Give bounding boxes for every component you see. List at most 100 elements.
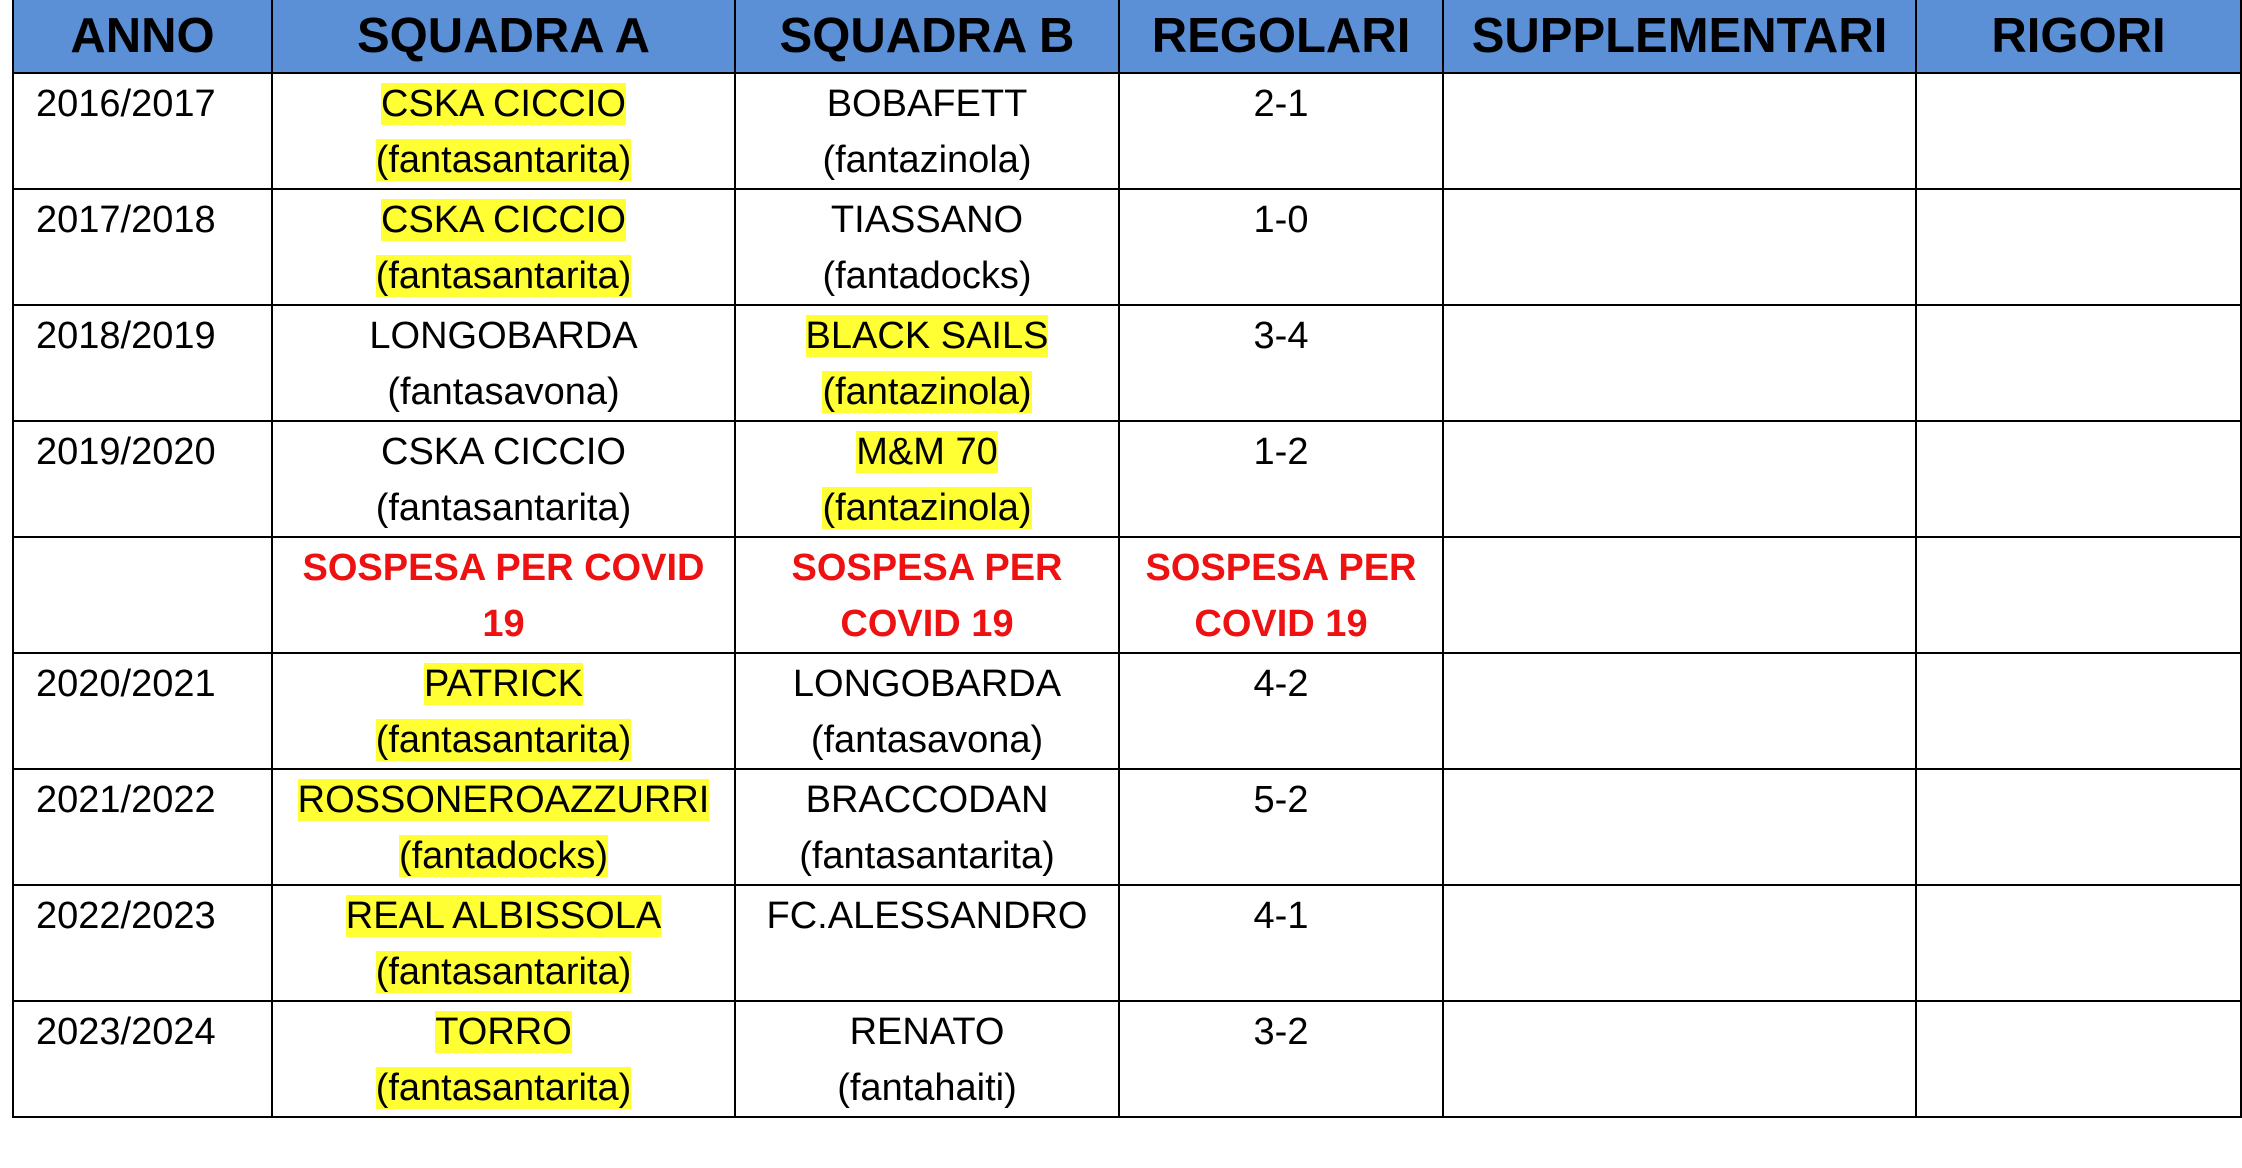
cell-regolari: 3-2 bbox=[1118, 1000, 1444, 1118]
suspended-label: SOSPESA PER bbox=[1145, 547, 1417, 589]
results-table: ANNO SQUADRA A SQUADRA B REGOLARI SUPPLE… bbox=[12, 0, 2242, 1118]
team-name: LONGOBARDA bbox=[369, 315, 638, 357]
cell-squadra-a: REAL ALBISSOLA (fantasantarita) bbox=[271, 884, 736, 1002]
score: 1-2 bbox=[1253, 431, 1309, 473]
table-row: 2022/2023 REAL ALBISSOLA (fantasantarita) F… bbox=[12, 884, 2242, 1002]
league-name: (fantahaiti) bbox=[837, 1067, 1017, 1109]
header-supplementari: SUPPLEMENTARI bbox=[1442, 0, 1917, 74]
team-name: RENATO bbox=[849, 1011, 1005, 1053]
league-name: (fantasantarita) bbox=[375, 951, 632, 993]
cell-supplementari bbox=[1442, 304, 1917, 422]
score: 3-4 bbox=[1253, 315, 1309, 357]
team-name: ROSSONEROAZZURRI bbox=[297, 779, 710, 821]
team-name: PATRICK bbox=[423, 663, 584, 705]
cell-squadra-b: BRACCODAN(fantasantarita) bbox=[734, 768, 1120, 886]
cell-rigori bbox=[1915, 304, 2242, 422]
cell-regolari: 3-4 bbox=[1118, 304, 1444, 422]
cell-supplementari bbox=[1442, 884, 1917, 1002]
team-name: REAL ALBISSOLA bbox=[345, 895, 662, 937]
suspended-label: COVID 19 bbox=[840, 603, 1014, 645]
cell-squadra-a: CSKA CICCIO (fantasantarita) bbox=[271, 188, 736, 306]
cell-supplementari bbox=[1442, 768, 1917, 886]
header-anno: ANNO bbox=[12, 0, 273, 74]
team-name: CSKA CICCIO bbox=[381, 431, 626, 473]
cell-anno: 2019/2020 bbox=[12, 420, 273, 538]
league-name: (fantasantarita) bbox=[375, 255, 632, 297]
cell-squadra-b: M&M 70 (fantazinola) bbox=[734, 420, 1120, 538]
header-squadra-a: SQUADRA A bbox=[271, 0, 736, 74]
league-name: (fantazinola) bbox=[822, 371, 1032, 413]
cell-anno: 2022/2023 bbox=[12, 884, 273, 1002]
cell-squadra-b: FC.ALESSANDRO bbox=[734, 884, 1120, 1002]
cell-rigori bbox=[1915, 188, 2242, 306]
league-name: (fantadocks) bbox=[398, 835, 609, 877]
cell-supplementari bbox=[1442, 72, 1917, 190]
table-row: 2023/2024 TORRO (fantasantarita) RENATO (fan… bbox=[12, 1000, 2242, 1118]
cell-squadra-a: CSKA CICCIO (fantasantarita) bbox=[271, 420, 736, 538]
league-name: (fantasantarita) bbox=[375, 139, 632, 181]
header-squadra-b: SQUADRA B bbox=[734, 0, 1120, 74]
table-row: 2021/2022 ROSSONEROAZZURRI (fantadocks) BRA… bbox=[12, 768, 2242, 886]
cell-regolari: 4-2 bbox=[1118, 652, 1444, 770]
cell-rigori bbox=[1915, 768, 2242, 886]
header-regolari: REGOLARI bbox=[1118, 0, 1444, 74]
league-name: (fantasantarita) bbox=[375, 1067, 632, 1109]
team-name: BOBAFETT bbox=[826, 83, 1028, 125]
cell-supplementari bbox=[1442, 652, 1917, 770]
cell-supplementari bbox=[1442, 188, 1917, 306]
league-name: (fantasavona) bbox=[810, 719, 1044, 761]
team-name: M&M 70 bbox=[856, 431, 998, 473]
score: 3-2 bbox=[1253, 1011, 1309, 1053]
team-name: TIASSANO bbox=[830, 199, 1024, 241]
team-name: CSKA CICCIO bbox=[381, 83, 626, 125]
score: 5-2 bbox=[1253, 779, 1309, 821]
cell-rigori bbox=[1915, 536, 2242, 654]
cell-regolari: 4-1 bbox=[1118, 884, 1444, 1002]
cell-squadra-b: BOBAFETT (fantazinola) bbox=[734, 72, 1120, 190]
score: 2-1 bbox=[1253, 83, 1309, 125]
table-row: 2020/2021 PATRICK (fantasantarita) LONGOBAR… bbox=[12, 652, 2242, 770]
cell-regolari: 5-2 bbox=[1118, 768, 1444, 886]
header-rigori: RIGORI bbox=[1915, 0, 2242, 74]
cell-squadra-b: RENATO (fantahaiti) bbox=[734, 1000, 1120, 1118]
cell-rigori bbox=[1915, 72, 2242, 190]
team-name: BLACK SAILS bbox=[805, 315, 1049, 357]
cell-supplementari bbox=[1442, 1000, 1917, 1118]
cell-anno: 2023/2024 bbox=[12, 1000, 273, 1118]
team-name: CSKA CICCIO bbox=[381, 199, 626, 241]
league-name: (fantadocks) bbox=[822, 255, 1032, 297]
cell-rigori bbox=[1915, 420, 2242, 538]
league-name: (fantasavona) bbox=[387, 371, 620, 413]
score: 4-1 bbox=[1253, 895, 1309, 937]
cell-squadra-b: LONGOBARDA (fantasavona) bbox=[734, 652, 1120, 770]
cell-anno: 2017/2018 bbox=[12, 188, 273, 306]
score: 4-2 bbox=[1253, 663, 1309, 705]
league-name: (fantasantarita) bbox=[375, 719, 632, 761]
league-name: (fantazinola) bbox=[822, 139, 1032, 181]
suspended-label: 19 bbox=[482, 603, 525, 645]
table-row: 2017/2018 CSKA CICCIO (fantasantarita) TIAS… bbox=[12, 188, 2242, 306]
cell-squadra-a: TORRO (fantasantarita) bbox=[271, 1000, 736, 1118]
table-row: 2018/2019 LONGOBARDA (fantasavona) BLACK SA… bbox=[12, 304, 2242, 422]
cell-regolari: 2-1 bbox=[1118, 72, 1444, 190]
cell-squadra-a: ROSSONEROAZZURRI (fantadocks) bbox=[271, 768, 736, 886]
cell-regolari: 1-2 bbox=[1118, 420, 1444, 538]
cell-anno: 2018/2019 bbox=[12, 304, 273, 422]
league-name: (fantasantarita) bbox=[375, 487, 632, 529]
cell-anno: 2021/2022 bbox=[12, 768, 273, 886]
team-name: FC.ALESSANDRO bbox=[766, 895, 1088, 937]
league-name: (fantasantarita) bbox=[799, 835, 1055, 877]
cell-rigori bbox=[1915, 884, 2242, 1002]
team-name: TORRO bbox=[435, 1011, 572, 1053]
league-name: (fantazinola) bbox=[822, 487, 1032, 529]
cell-squadra-b: BLACK SAILS (fantazinola) bbox=[734, 304, 1120, 422]
cell-rigori bbox=[1915, 652, 2242, 770]
table-row: 2019/2020 CSKA CICCIO (fantasantarita) M&M … bbox=[12, 420, 2242, 538]
cell-anno: 2020/2021 bbox=[12, 652, 273, 770]
team-name: LONGOBARDA bbox=[792, 663, 1062, 705]
